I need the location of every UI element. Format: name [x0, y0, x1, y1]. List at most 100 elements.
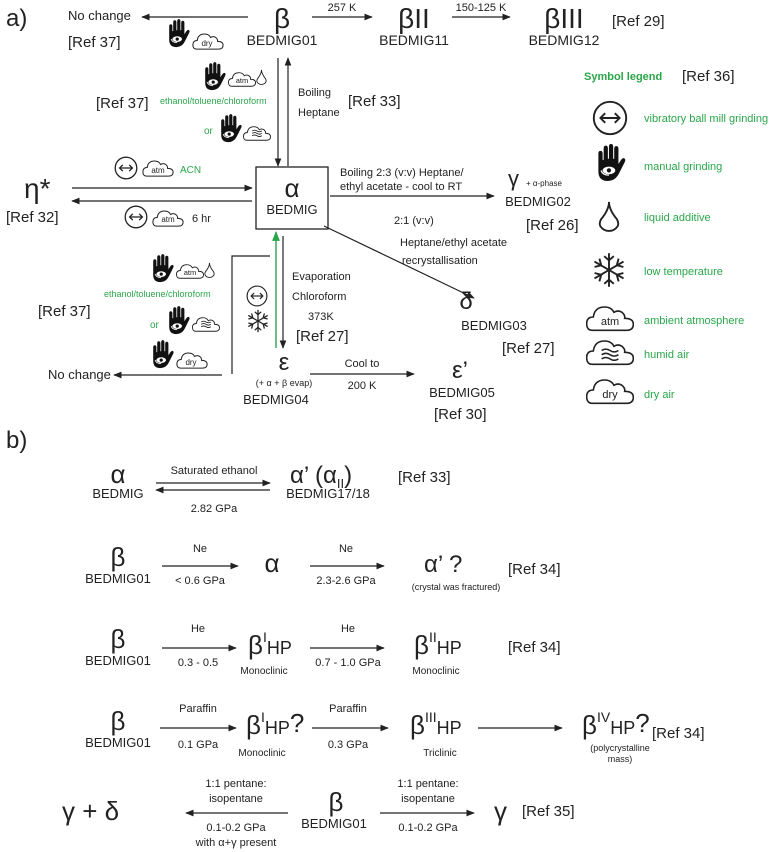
droplet-icon: [256, 69, 267, 85]
b1-alpha-prime: α’ (αII): [290, 462, 352, 491]
epsilon2-code: BEDMIG05: [429, 385, 495, 400]
gamma-note: + α-phase: [526, 179, 563, 188]
b4-ref: [Ref 34]: [652, 725, 705, 742]
legend-label-ball-mill: vibratory ball mill grinding: [644, 113, 768, 125]
b2-alpha: α: [264, 548, 279, 578]
eta-symbol: η*: [24, 173, 51, 204]
atm-text: atm: [161, 215, 175, 224]
b4-beta1hp: βIHP?: [246, 708, 304, 740]
recryst-2: Heptane/ethyl acetate: [400, 237, 507, 249]
recryst-1: 2:1 (v:v): [394, 215, 434, 227]
legend-atm-text: atm: [601, 316, 619, 328]
hand-grinding-icon: [152, 340, 174, 369]
or-bot: or: [150, 320, 160, 331]
beta3-code: BEDMIG12: [529, 32, 600, 48]
ref37-bot: [Ref 37]: [38, 303, 91, 320]
b2-ref: [Ref 34]: [508, 561, 561, 578]
ref29: [Ref 29]: [612, 13, 665, 30]
b3-ref: [Ref 34]: [508, 639, 561, 656]
b5-r-top-2: isopentane: [401, 793, 455, 805]
arrow-alpha-to-delta: [323, 225, 475, 299]
ref30: [Ref 30]: [434, 406, 487, 423]
b3-beta1hp: βIHP: [248, 629, 292, 660]
b1-ref: [Ref 33]: [398, 469, 451, 486]
b1-alpha-code: BEDMIG: [92, 486, 143, 501]
legend-dry-text: dry: [602, 389, 618, 401]
ball-mill-icon: [592, 100, 628, 136]
hand-grinding-icon: [168, 19, 190, 48]
b4-d-note-2: mass): [608, 754, 633, 764]
epsilon-note: (+ α + β evap): [256, 378, 312, 388]
connector-epsilon-left: [231, 255, 270, 374]
alpha-box: [255, 166, 329, 230]
b5-gamma: γ: [494, 796, 507, 826]
legend-title: Symbol legend: [584, 71, 662, 83]
b4-b2: 0.3 GPa: [328, 739, 369, 751]
beta-symbol: β: [274, 3, 290, 34]
delta-code: BEDMIG03: [461, 318, 527, 333]
b5-l-top-2: isopentane: [209, 793, 263, 805]
boiling-ha-2: ethyl acetate - cool to RT: [340, 181, 462, 193]
alpha-symbol: α: [284, 173, 299, 203]
b5-l-bot-1: 0.1-0.2 GPa: [206, 822, 266, 834]
symbol-legend: Symbol legend [Ref 36] vibratory ball mi…: [584, 68, 768, 405]
legend-label-manual: manual grinding: [644, 161, 722, 173]
legend-label-low-temp: low temperature: [644, 266, 723, 278]
b1-top-label: Saturated ethanol: [171, 465, 258, 477]
atm-text: atm: [236, 76, 249, 85]
b4-b1: 0.1 GPa: [178, 739, 219, 751]
b5-l-bot-2: with α+γ present: [195, 837, 277, 849]
hand-grinding-icon: [152, 254, 174, 283]
b3-beta2hp: βIIHP: [414, 629, 462, 660]
atm-text: atm: [184, 268, 197, 277]
b5-r-top-1: 1:1 pentane:: [397, 778, 458, 790]
b2-b1: < 0.6 GPa: [175, 575, 226, 587]
evap-2: Chloroform: [292, 291, 346, 303]
hand-grinding-icon: [168, 306, 190, 335]
no-change-top: No change: [68, 8, 131, 23]
b5-beta: β: [329, 787, 344, 817]
snowflake-icon: [247, 309, 269, 333]
atm-text: atm: [151, 166, 165, 175]
heptane-label: Heptane: [298, 107, 340, 119]
ref37-top: [Ref 37]: [68, 34, 121, 51]
hand-grinding-icon: [220, 114, 242, 143]
b3-t2: He: [341, 623, 355, 635]
legend-label-dry: dry air: [644, 389, 675, 401]
delta-symbol: δ: [459, 288, 472, 315]
label-150-125k: 150-125 K: [456, 2, 507, 14]
beta2-symbol: βII: [398, 3, 430, 34]
b1-bottom-label: 2.82 GPa: [191, 503, 238, 515]
b4-beta-code: BEDMIG01: [85, 735, 151, 750]
evap-1: Evaporation: [292, 271, 351, 283]
b3-m-note: Monoclinic: [240, 666, 287, 677]
solvents-bot: ethanol/toluene/chloroform: [104, 289, 211, 299]
b3-b2: 0.7 - 1.0 GPa: [315, 657, 381, 669]
ball-mill-icon: [114, 156, 138, 180]
cool-to-label: Cool to: [345, 358, 380, 370]
ref32: [Ref 32]: [6, 209, 59, 226]
or-top: or: [204, 126, 214, 137]
boiling-ha-1: Boiling 2:3 (v:v) Heptane/: [340, 167, 464, 179]
snowflake-icon: [593, 252, 625, 288]
b3-beta: β: [111, 624, 126, 654]
epsilon2-symbol: ε’: [452, 357, 468, 384]
b4-d-note-1: (polycrystalline: [590, 743, 650, 753]
hand-grinding-icon: [597, 144, 626, 182]
b2-beta-code: BEDMIG01: [85, 571, 151, 586]
b2-beta: β: [111, 542, 126, 572]
ref26: [Ref 26]: [526, 217, 579, 234]
alpha-code: BEDMIG: [266, 202, 317, 217]
b2-alpha-prime: α’ ?: [424, 551, 462, 578]
label-257k: 257 K: [328, 2, 357, 14]
dry-text: dry: [185, 358, 196, 367]
ref27-right: [Ref 27]: [502, 340, 555, 357]
beta-code: BEDMIG01: [247, 32, 318, 48]
legend-label-humid: humid air: [644, 349, 690, 361]
b3-t1: He: [191, 623, 205, 635]
legend-label-ambient: ambient atmosphere: [644, 315, 744, 327]
solvents-top: ethanol/toluene/chloroform: [160, 96, 267, 106]
ref27-mid: [Ref 27]: [296, 328, 349, 345]
b1-code: BEDMIG17/18: [286, 486, 370, 501]
